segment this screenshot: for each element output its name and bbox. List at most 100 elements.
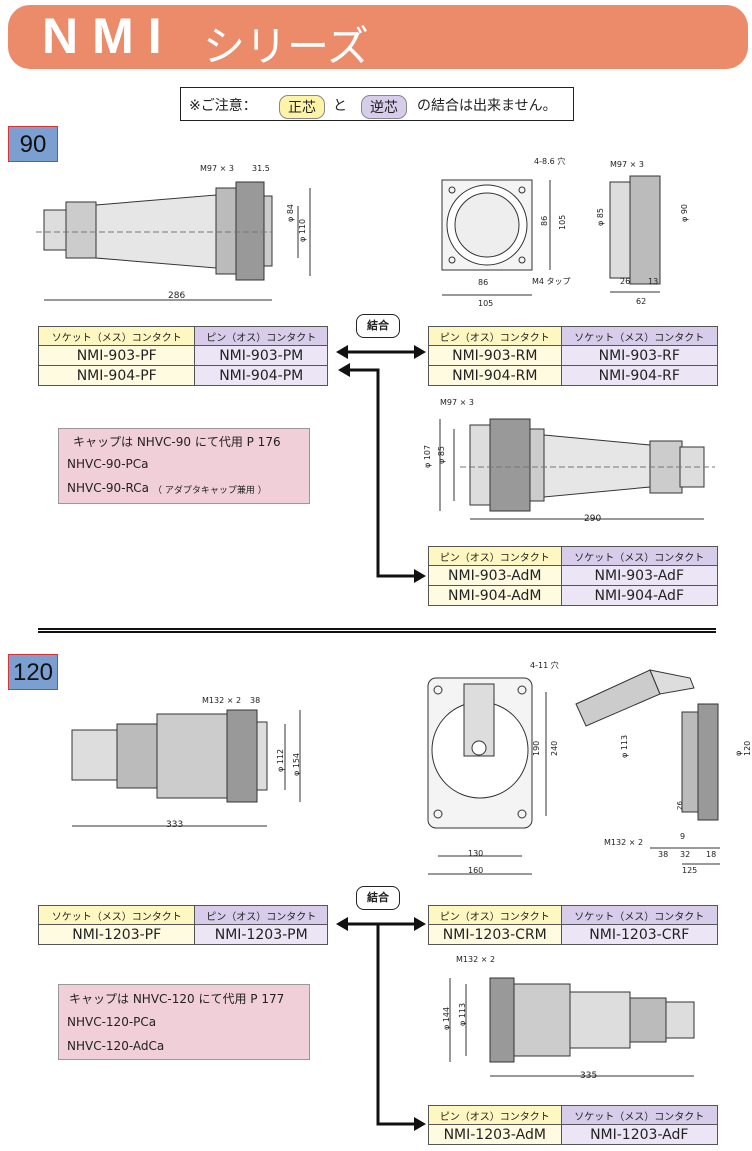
plug90-length: 286 (168, 291, 186, 301)
title-banner: NMI シリーズ (8, 5, 748, 71)
table-120-adapter: ピン（オス）コンタクト ソケット（メス）コンタクト NMI-1203-AdM N… (428, 1105, 719, 1145)
front90-tap: M4 タップ (532, 277, 571, 286)
adapter-90-drawing (439, 418, 715, 520)
table-header: ソケット（メス）コンタクト (37, 905, 196, 925)
table-cell: NMI-903-PF (37, 345, 196, 366)
table-90-receptacle: ピン（オス）コンタクト ソケット（メス）コンタクト NMI-903-RM NMI… (428, 326, 719, 386)
adapter-120-drawing (449, 977, 695, 1077)
notice-box: ※ご注意： 正芯 と 逆芯 の結合は出来ません。 (180, 87, 574, 121)
table-header: ソケット（メス）コンタクト (560, 905, 719, 925)
plug120-d2: φ 112 (276, 748, 285, 772)
front90-b: 105 (558, 214, 567, 230)
section-120-label: 120 (8, 654, 58, 690)
table-header: ソケット（メス）コンタクト (37, 326, 196, 346)
front120-b: 240 (550, 740, 559, 756)
side90-phi90: φ 90 (680, 204, 689, 222)
cap90-line3-note: （ アダプタキャップ兼用 ） (153, 486, 267, 496)
table-cell: NMI-904-RM (428, 365, 562, 386)
combine-badge-90: 結合 (356, 314, 400, 338)
table-90-adapter: ピン（オス）コンタクト ソケット（メス）コンタクト NMI-903-AdM NM… (428, 546, 719, 606)
side90-phi85: φ 85 (596, 208, 605, 226)
plug90-d3: φ 110 (298, 218, 307, 242)
side120-b: 32 (680, 850, 691, 859)
side90-a: 26 (620, 277, 631, 286)
side90-c: 62 (636, 297, 647, 306)
plug-120-drawing (71, 709, 301, 827)
cap120-line1: キャップは NHVC-120 にて代用 P 177 (69, 992, 285, 1006)
table-header: ピン（オス）コンタクト (194, 905, 328, 925)
table-cell: NMI-904-AdF (560, 585, 719, 606)
table-header: ピン（オス）コンタクト (428, 1105, 562, 1125)
plug-90-drawing (36, 181, 311, 301)
cap-box-90: キャップは NHVC-90 にて代用 P 176 NHVC-90-PCa NHV… (58, 428, 310, 504)
notice-mid: と (333, 98, 347, 114)
cap90-line2: NHVC-90-PCa (67, 457, 149, 471)
table-cell: NMI-903-AdF (560, 565, 719, 586)
table-cell: NMI-1203-CRF (560, 924, 719, 945)
connection-arrows-90 (336, 345, 426, 583)
table-cell: NMI-904-RF (560, 365, 719, 386)
cap90-line1: キャップは NHVC-90 にて代用 P 176 (73, 435, 281, 449)
receptacle-90-side-drawing (609, 175, 661, 293)
table-cell: NMI-903-RF (560, 345, 719, 366)
adapter120-length: 335 (580, 1071, 598, 1081)
front90-holes: 4-8.6 穴 (534, 157, 566, 166)
adapter90-phi85: φ 85 (437, 446, 446, 464)
table-cell: NMI-1203-PF (37, 924, 196, 945)
plug120-d1: 38 (250, 696, 261, 705)
cap-box-120: キャップは NHVC-120 にて代用 P 177 NHVC-120-PCa N… (58, 984, 310, 1060)
notice-suffix: の結合は出来ません。 (417, 98, 557, 114)
table-header: ソケット（メス）コンタクト (560, 1105, 719, 1125)
side90-b: 13 (648, 277, 659, 286)
connection-arrows-120 (336, 917, 426, 1131)
section-divider (38, 628, 716, 633)
table-header: ピン（オス）コンタクト (428, 905, 562, 925)
receptacle-120-side-drawing (575, 669, 720, 865)
side120-26: 26 (676, 801, 684, 810)
front120-c: 130 (468, 849, 484, 858)
table-120-plug: ソケット（メス）コンタクト ピン（オス）コンタクト NMI-1203-PF NM… (37, 905, 328, 945)
front120-holes: 4-11 穴 (530, 661, 559, 670)
combine-badge-120: 結合 (356, 886, 400, 910)
table-cell: NMI-1203-AdM (428, 1124, 562, 1145)
side120-d: 125 (682, 866, 698, 875)
plug90-d2: φ 84 (286, 204, 295, 222)
table-header: ソケット（メス）コンタクト (560, 546, 719, 566)
table-cell: NMI-903-RM (428, 345, 562, 366)
notice-tag-gyakushin: 逆芯 (361, 95, 407, 119)
receptacle-90-front-drawing (441, 179, 551, 296)
plug90-m-label: M97 × 3 (200, 164, 234, 173)
table-header: ピン（オス）コンタクト (194, 326, 328, 346)
table-cell: NMI-904-AdM (428, 585, 562, 606)
front90-d: 105 (478, 299, 494, 308)
table-90-plug: ソケット（メス）コンタクト ピン（オス）コンタクト NMI-903-PF NMI… (37, 326, 328, 386)
table-cell: NMI-904-PF (37, 365, 196, 386)
adapter120-phi113: φ 113 (458, 1002, 467, 1026)
adapter90-length: 290 (584, 514, 602, 524)
title-latin: NMI (42, 8, 176, 64)
front90-a: 86 (540, 215, 549, 226)
adapter120-phi144: φ 144 (442, 1006, 451, 1030)
table-cell: NMI-1203-AdF (560, 1124, 719, 1145)
side120-phi113: φ 113 (620, 734, 629, 758)
table-header: ピン（オス）コンタクト (428, 546, 562, 566)
front120-d: 160 (468, 866, 484, 875)
table-cell: NMI-1203-PM (194, 924, 328, 945)
title-kana: シリーズ (203, 22, 369, 71)
side120-a: 38 (658, 850, 669, 859)
cap120-line3: NHVC-120-AdCa (67, 1039, 165, 1053)
table-cell: NMI-904-PM (194, 365, 328, 386)
table-header: ピン（オス）コンタクト (428, 326, 562, 346)
plug120-m: M132 × 2 (202, 696, 242, 705)
table-header: ソケット（メス）コンタクト (560, 326, 719, 346)
plug120-length: 333 (166, 820, 184, 830)
table-cell: NMI-903-PM (194, 345, 328, 366)
section-90-label: 90 (8, 126, 58, 162)
cap90-line3: NHVC-90-RCa (67, 481, 149, 495)
side120-phi120: φ 120 (734, 740, 752, 756)
table-cell: NMI-903-AdM (428, 565, 562, 586)
notice-prefix: ※ご注意： (189, 98, 257, 114)
plug90-d1: 31.5 (252, 164, 270, 173)
side120-c: 18 (706, 850, 717, 859)
table-120-receptacle: ピン（オス）コンタクト ソケット（メス）コンタクト NMI-1203-CRM N… (428, 905, 719, 945)
